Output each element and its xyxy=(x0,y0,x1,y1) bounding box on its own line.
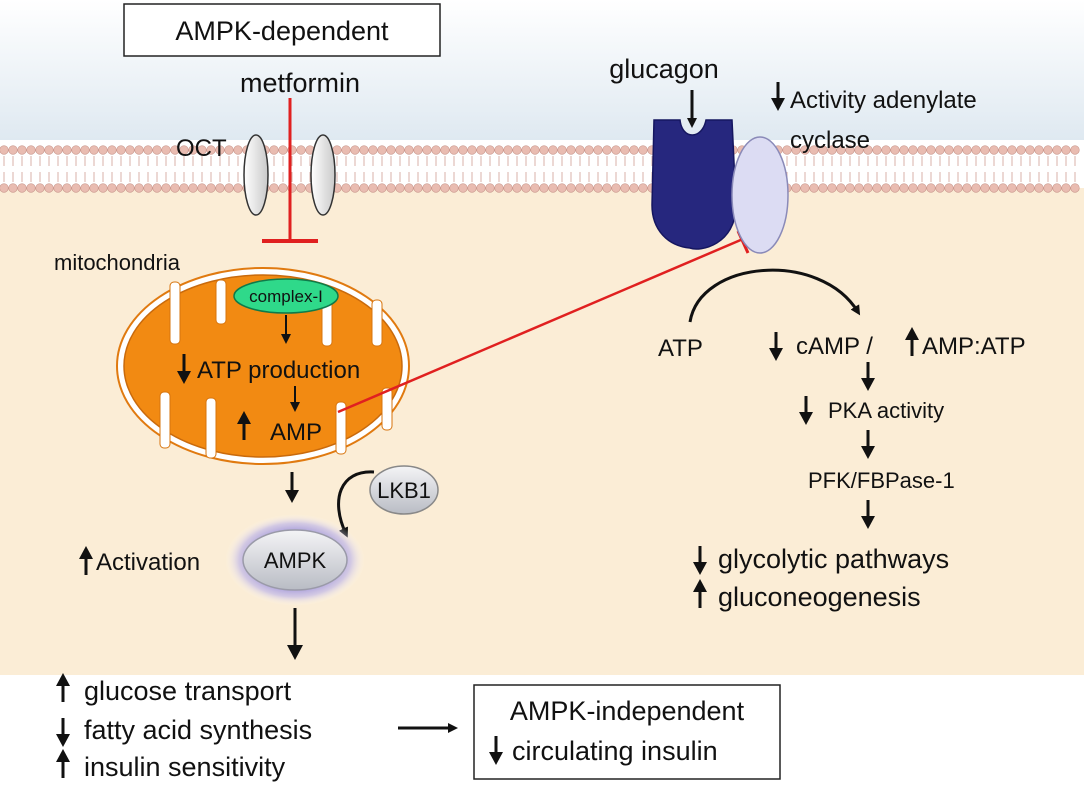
pfk-label: PFK/FBPase-1 xyxy=(808,468,955,493)
down-arrow-icon xyxy=(177,354,191,384)
pka-label: PKA activity xyxy=(828,398,944,423)
down-arrow-icon xyxy=(861,362,875,391)
outcome-glycolytic-pathways: glycolytic pathways xyxy=(718,544,949,574)
camp-label: cAMP / xyxy=(796,333,873,360)
ampk-dependent-label: AMPK-dependent xyxy=(175,16,389,46)
mitochondria-label: mitochondria xyxy=(54,250,181,275)
down-arrow-icon xyxy=(861,430,875,459)
glucagon-label: glucagon xyxy=(609,54,719,84)
amp-label: AMP xyxy=(270,419,322,446)
ampk-independent-box xyxy=(473,684,781,780)
adenylate-label-line1: Activity adenylate xyxy=(790,87,977,114)
down-arrow-icon xyxy=(693,546,707,575)
complex-i-label: complex-I xyxy=(249,287,323,306)
atp-to-camp-arrow xyxy=(688,268,861,323)
complex-i xyxy=(233,278,339,314)
metformin-label: metformin xyxy=(240,68,360,98)
down-arrow-icon xyxy=(287,608,303,660)
up-arrow-icon xyxy=(56,749,70,778)
adenylate-label-line2: cyclase xyxy=(790,127,870,154)
ampk-node xyxy=(242,529,348,591)
glucagon-receptor xyxy=(651,119,737,250)
oct-transporter-left xyxy=(243,134,269,216)
down-arrow-icon xyxy=(771,82,785,111)
oct-label: OCT xyxy=(176,135,227,162)
outcome-gluconeogenesis: gluconeogenesis xyxy=(718,582,921,612)
adenylate-cyclase xyxy=(731,136,789,254)
up-arrow-icon xyxy=(693,579,707,608)
down-arrow-icon xyxy=(799,396,813,425)
mitochondrion xyxy=(116,267,410,465)
up-arrow-icon xyxy=(79,546,93,575)
ampk-independent-title: AMPK-independent xyxy=(510,696,745,726)
outcome-insulin-sensitivity: insulin sensitivity xyxy=(84,752,286,782)
down-arrow-icon xyxy=(489,736,503,765)
outcome-glucose-transport: glucose transport xyxy=(84,676,292,706)
down-arrow-icon xyxy=(769,332,783,361)
lkb1-label: LKB1 xyxy=(377,478,431,503)
cell-membrane xyxy=(0,145,1080,193)
ampk-dependent-box xyxy=(123,3,441,57)
amp-atp-label: AMP:ATP xyxy=(922,333,1026,360)
atp-production-label: ATP production xyxy=(197,357,360,384)
down-arrow-icon xyxy=(56,718,70,747)
up-arrow-icon xyxy=(237,411,251,440)
up-arrow-icon xyxy=(56,673,70,702)
oct-transporter-right xyxy=(310,134,336,216)
atp-label: ATP xyxy=(658,335,703,362)
outcome-fatty-acid-synthesis: fatty acid synthesis xyxy=(84,715,312,745)
ampk-label: AMPK xyxy=(264,548,327,573)
circulating-insulin-label: circulating insulin xyxy=(512,736,718,766)
lkb1-node xyxy=(369,465,439,515)
down-arrow-icon xyxy=(285,472,299,503)
up-arrow-icon xyxy=(905,327,919,356)
down-arrow-icon xyxy=(861,500,875,529)
lkb1-to-ampk-arrow xyxy=(337,470,375,538)
activation-label: Activation xyxy=(96,549,200,576)
amp-cyclase-inhibition-line xyxy=(337,234,751,414)
